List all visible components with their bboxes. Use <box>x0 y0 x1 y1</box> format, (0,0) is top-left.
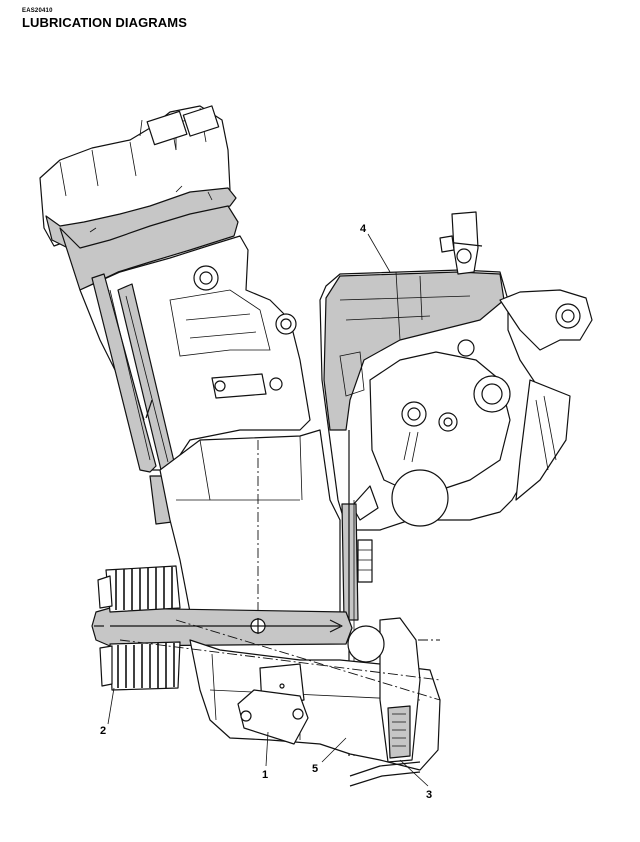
page-title: LUBRICATION DIAGRAMS <box>22 15 187 30</box>
frame-bracket <box>499 289 593 501</box>
filter-fins-lower <box>117 643 175 688</box>
oil-filter <box>97 565 181 691</box>
transmission-case <box>319 269 549 531</box>
oil-pan <box>189 617 441 771</box>
head-oil-gallery <box>45 185 239 291</box>
callout-1: 1 <box>262 769 268 781</box>
oil-level-switch <box>237 663 309 745</box>
callout-5: 5 <box>312 763 318 775</box>
filter-fins-upper <box>115 567 173 610</box>
callout-2: 2 <box>100 725 106 737</box>
oil-pump-shaft <box>341 430 373 756</box>
axis-line-lower <box>175 619 441 701</box>
callout-3: 3 <box>426 789 432 801</box>
main-oil-gallery <box>91 607 353 647</box>
cylinder-head-cover <box>39 105 231 247</box>
section-code: EAS20410 <box>22 8 53 14</box>
callout-4: 4 <box>360 223 367 235</box>
breather-fitting <box>439 211 483 275</box>
drain-hose <box>349 761 421 787</box>
leader-lines <box>107 233 429 787</box>
